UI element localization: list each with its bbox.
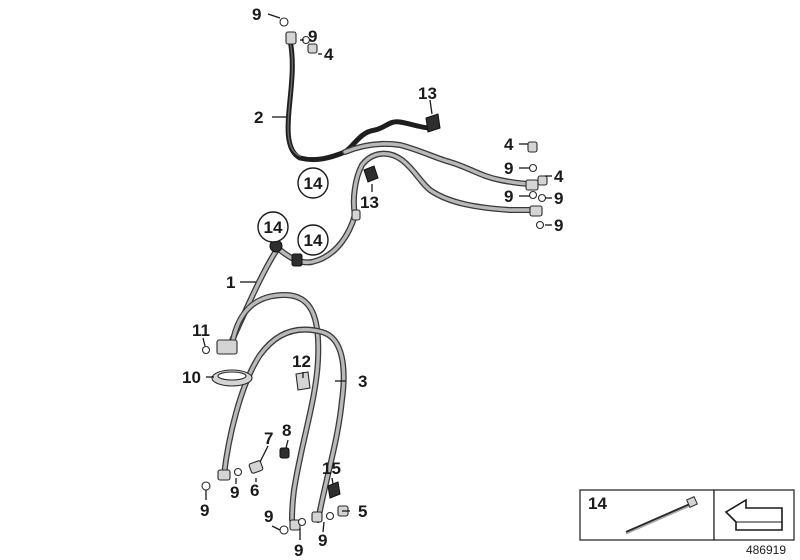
callout-9: 9 <box>554 189 563 208</box>
distributor-block <box>201 339 238 355</box>
callout-14: 14 <box>264 218 283 237</box>
callout-7: 7 <box>264 429 273 448</box>
callout-11: 11 <box>192 321 210 340</box>
callout-1: 1 <box>226 273 235 292</box>
callout-9: 9 <box>318 531 327 550</box>
callout-9: 9 <box>200 501 209 520</box>
callout-10: 10 <box>182 368 201 387</box>
callout-14: 14 <box>304 174 323 193</box>
callout-9: 9 <box>504 159 513 178</box>
document-number: 486919 <box>746 543 786 557</box>
hose-loop-left <box>229 292 322 523</box>
callout-3: 3 <box>358 372 367 391</box>
direction-arrow-icon <box>724 498 783 531</box>
right-banjo-fittings <box>525 141 548 230</box>
callout-8: 8 <box>282 421 291 440</box>
callout-13: 13 <box>360 193 379 212</box>
callout-9: 9 <box>308 27 317 46</box>
hose-right-lower <box>350 150 538 218</box>
callout-15: 15 <box>322 459 341 478</box>
guide-clip <box>269 239 303 267</box>
callout-2: 2 <box>254 108 263 127</box>
callout-9: 9 <box>504 187 513 206</box>
callout-9: 9 <box>554 216 563 235</box>
lower-left-fittings <box>201 447 290 491</box>
callout-12: 12 <box>292 352 311 371</box>
callout-9: 9 <box>230 483 239 502</box>
callout-9: 9 <box>252 5 261 24</box>
hose-1-middle <box>227 212 358 348</box>
leader-lines <box>202 13 552 540</box>
callout-4: 4 <box>504 135 514 154</box>
hose-2-upper <box>285 37 433 163</box>
legend-label: 14 <box>588 494 607 513</box>
callout-14: 14 <box>304 231 323 250</box>
callout-labels: 9 9 4 2 13 4 9 4 9 9 9 13 1 11 10 12 3 7… <box>182 5 564 560</box>
cable-tie-icon <box>625 496 698 535</box>
clamp-10 <box>211 369 253 387</box>
callout-5: 5 <box>358 502 367 521</box>
holder-12 <box>295 371 311 391</box>
callout-9: 9 <box>264 507 273 526</box>
legend-box: 14 <box>579 489 795 541</box>
callout-4: 4 <box>324 45 334 64</box>
grommet-13-upper <box>425 113 441 133</box>
grommet-13-lower <box>351 165 379 221</box>
callout-9: 9 <box>294 541 303 560</box>
lower-right-fittings <box>279 481 349 535</box>
callout-13: 13 <box>418 84 437 103</box>
callout-6: 6 <box>250 481 259 500</box>
hose-right-upper <box>342 140 535 187</box>
callout-4: 4 <box>554 167 564 186</box>
circled-callouts: 14 14 14 <box>257 167 329 256</box>
hose-loop-right <box>221 326 347 523</box>
upper-banjo-fittings <box>279 17 318 54</box>
